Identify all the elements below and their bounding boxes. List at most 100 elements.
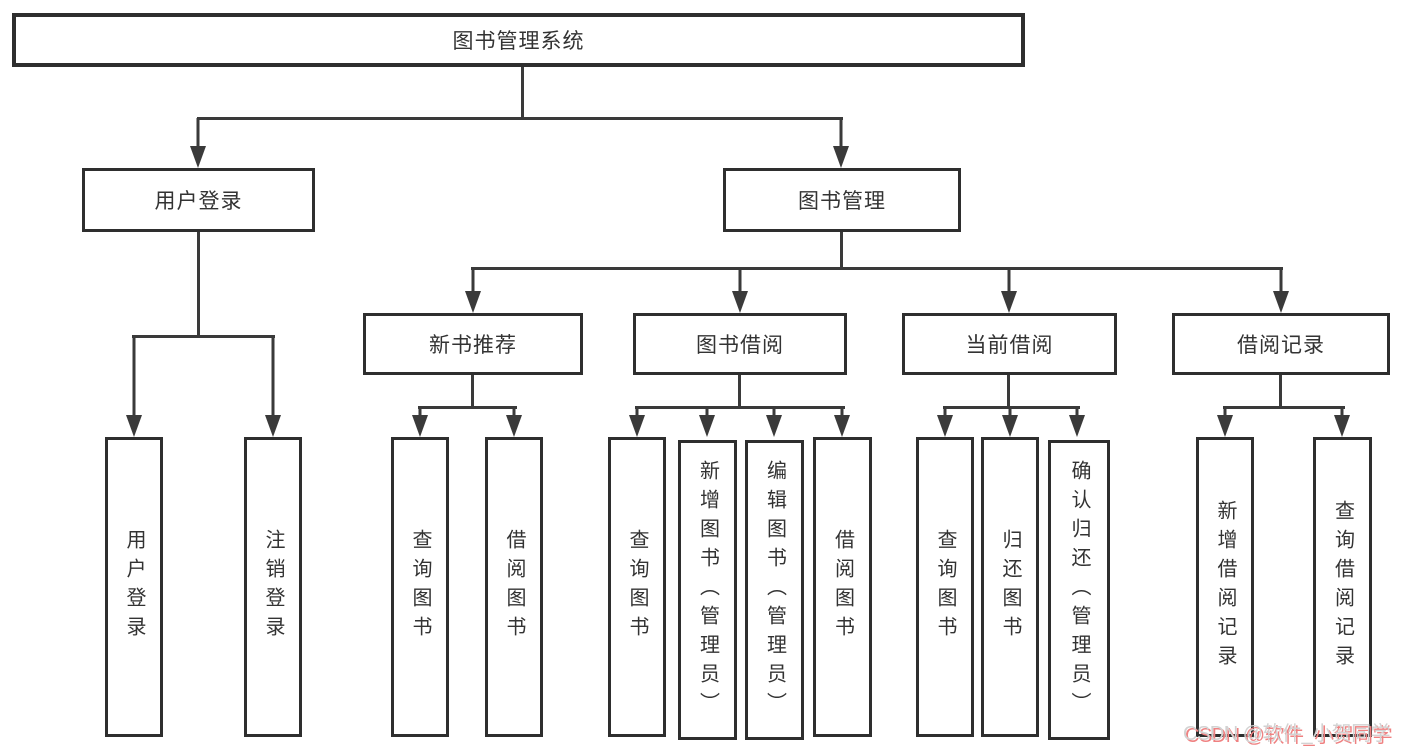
arrow-shaft bbox=[738, 270, 742, 295]
node-user-login: 用户登录 bbox=[82, 168, 315, 232]
connector-book-mgmt-stem bbox=[840, 232, 843, 270]
connector-borrow-record-hline bbox=[1223, 406, 1345, 409]
arrow-shaft bbox=[772, 409, 776, 419]
node-current-borrow: 当前借阅 bbox=[902, 313, 1117, 375]
arrow-head-icon bbox=[833, 146, 849, 168]
node-br-query-record-label: 查询借阅记录 bbox=[1331, 500, 1354, 674]
arrow-to-bb-add-books bbox=[699, 409, 715, 437]
node-ul-user-login: 用户登录 bbox=[105, 437, 163, 737]
arrow-head-icon bbox=[937, 415, 953, 437]
arrow-shaft bbox=[1340, 409, 1344, 419]
node-cb-query-books-label: 查询图书 bbox=[934, 529, 956, 645]
arrow-head-icon bbox=[1273, 291, 1289, 313]
arrow-shaft bbox=[1279, 270, 1283, 295]
node-book-borrow: 图书借阅 bbox=[633, 313, 847, 375]
node-cb-query-books: 查询图书 bbox=[916, 437, 974, 737]
arrow-to-book-borrow bbox=[732, 270, 748, 313]
arrow-to-nb-borrow-books bbox=[506, 409, 522, 437]
csdn-watermark: CSDN @软件_小贺同学 bbox=[1183, 723, 1391, 745]
arrow-to-bb-query-books bbox=[629, 409, 645, 437]
node-book-borrow-label: 图书借阅 bbox=[696, 334, 784, 357]
arrow-head-icon bbox=[834, 415, 850, 437]
node-bb-borrow-books: 借阅图书 bbox=[813, 437, 872, 737]
node-bb-edit-books-admin-label: 编辑图书（管理员） bbox=[763, 459, 786, 721]
arrow-to-user-login bbox=[190, 118, 206, 168]
node-bb-query-books: 查询图书 bbox=[608, 437, 666, 737]
node-cb-return-books: 归还图书 bbox=[981, 437, 1039, 737]
arrow-to-bb-borrow-books bbox=[834, 409, 850, 437]
arrow-to-cb-return-books bbox=[1002, 409, 1018, 437]
node-root-label: 图书管理系统 bbox=[452, 30, 585, 53]
node-borrow-record: 借阅记录 bbox=[1172, 313, 1390, 375]
node-bb-edit-books-admin: 编辑图书（管理员） bbox=[745, 440, 804, 740]
arrow-head-icon bbox=[1334, 415, 1350, 437]
arrow-head-icon bbox=[190, 146, 206, 168]
node-new-book-rec-label: 新书推荐 bbox=[429, 334, 517, 357]
node-ul-logout: 注销登录 bbox=[244, 437, 302, 737]
arrow-shaft bbox=[196, 118, 200, 150]
node-cb-confirm-return-admin: 确认归还（管理员） bbox=[1048, 440, 1110, 740]
node-bb-borrow-books-label: 借阅图书 bbox=[831, 529, 854, 645]
arrow-to-ul-user-login bbox=[126, 338, 142, 437]
node-nb-query-books-label: 查询图书 bbox=[409, 529, 431, 645]
arrow-head-icon bbox=[699, 415, 715, 437]
arrow-shaft bbox=[1075, 409, 1079, 419]
arrow-to-book-mgmt bbox=[833, 118, 849, 168]
node-book-mgmt: 图书管理 bbox=[723, 168, 961, 232]
arrow-head-icon bbox=[1217, 415, 1233, 437]
arrow-head-icon bbox=[629, 415, 645, 437]
connector-book-borrow-hline bbox=[635, 406, 845, 409]
arrow-to-cb-confirm-return bbox=[1069, 409, 1085, 437]
node-bb-query-books-label: 查询图书 bbox=[626, 529, 648, 645]
node-br-query-record: 查询借阅记录 bbox=[1313, 437, 1372, 737]
connector-user-login-hline bbox=[132, 335, 275, 338]
connector-level3-hline bbox=[471, 267, 1283, 270]
node-ul-user-login-label: 用户登录 bbox=[123, 529, 145, 645]
node-nb-query-books: 查询图书 bbox=[391, 437, 449, 737]
arrow-shaft bbox=[132, 338, 136, 419]
arrow-head-icon bbox=[1001, 291, 1017, 313]
node-current-borrow-label: 当前借阅 bbox=[965, 334, 1054, 357]
arrow-head-icon bbox=[766, 415, 782, 437]
node-br-add-record-label: 新增借阅记录 bbox=[1214, 500, 1236, 674]
connector-user-login-stem bbox=[197, 232, 200, 338]
node-cb-confirm-return-admin-label: 确认归还（管理员） bbox=[1068, 459, 1090, 721]
node-root: 图书管理系统 bbox=[12, 13, 1025, 67]
arrow-to-br-add-record bbox=[1217, 409, 1233, 437]
node-borrow-record-label: 借阅记录 bbox=[1237, 334, 1325, 357]
arrow-shaft bbox=[471, 270, 475, 295]
connector-new-book-rec-hline bbox=[418, 406, 517, 409]
connector-level2-hline bbox=[197, 117, 843, 120]
connector-current-borrow-hline bbox=[943, 406, 1080, 409]
arrow-shaft bbox=[271, 338, 275, 419]
arrow-to-borrow-record bbox=[1273, 270, 1289, 313]
arrow-shaft bbox=[1008, 409, 1012, 419]
arrow-shaft bbox=[635, 409, 639, 419]
arrow-head-icon bbox=[1002, 415, 1018, 437]
arrow-to-new-book-rec bbox=[465, 270, 481, 313]
arrow-shaft bbox=[418, 409, 422, 419]
arrow-shaft bbox=[512, 409, 516, 419]
node-cb-return-books-label: 归还图书 bbox=[999, 529, 1021, 645]
arrow-to-bb-edit-books bbox=[766, 409, 782, 437]
node-ul-logout-label: 注销登录 bbox=[262, 529, 284, 645]
arrow-to-br-query-record bbox=[1334, 409, 1350, 437]
arrow-to-current-borrow bbox=[1001, 270, 1017, 313]
arrow-head-icon bbox=[1069, 415, 1085, 437]
arrow-shaft bbox=[1223, 409, 1227, 419]
node-user-login-label: 用户登录 bbox=[154, 190, 243, 213]
connector-borrow-record-stem bbox=[1279, 375, 1282, 409]
connector-book-borrow-stem bbox=[738, 375, 741, 409]
arrow-head-icon bbox=[506, 415, 522, 437]
arrow-head-icon bbox=[465, 291, 481, 313]
arrow-to-ul-logout bbox=[265, 338, 281, 437]
node-br-add-record: 新增借阅记录 bbox=[1196, 437, 1254, 737]
arrow-shaft bbox=[1007, 270, 1011, 295]
arrow-head-icon bbox=[126, 415, 142, 437]
arrow-shaft bbox=[840, 409, 844, 419]
arrow-head-icon bbox=[732, 291, 748, 313]
node-nb-borrow-books-label: 借阅图书 bbox=[503, 529, 525, 645]
connector-new-book-rec-stem bbox=[471, 375, 474, 409]
node-nb-borrow-books: 借阅图书 bbox=[485, 437, 543, 737]
